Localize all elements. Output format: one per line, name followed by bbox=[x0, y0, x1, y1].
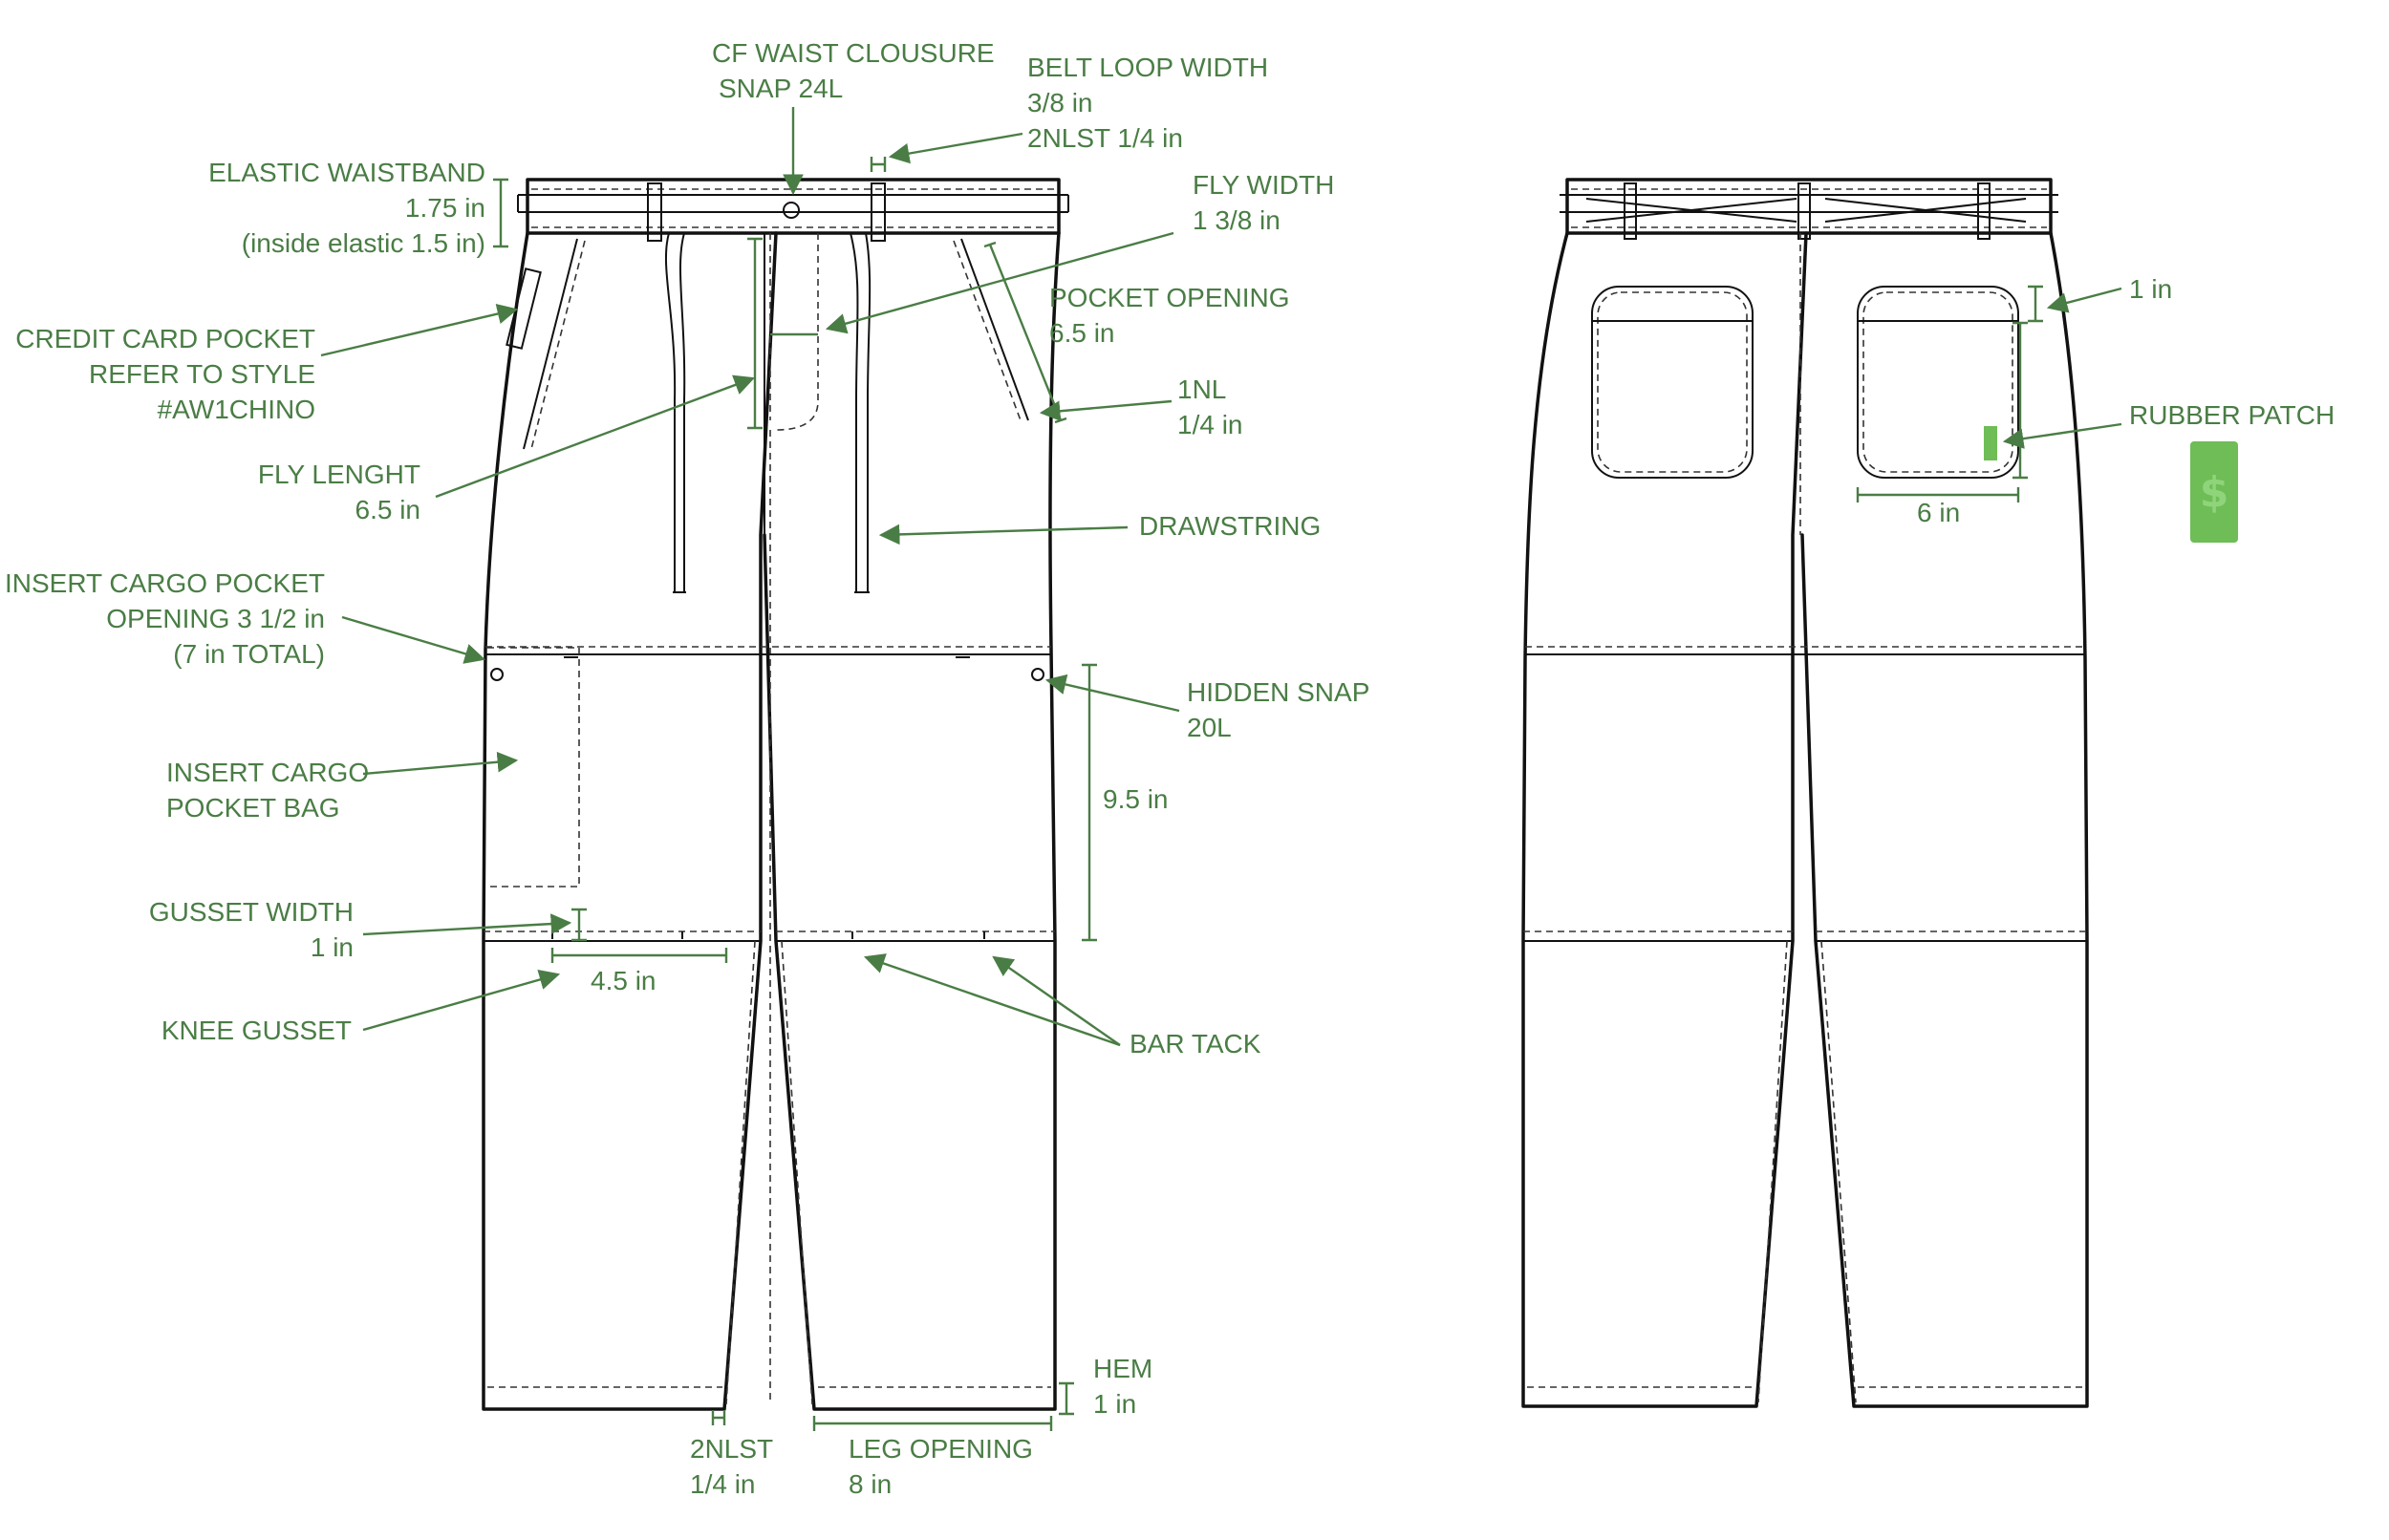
label-2nlst-line1: 2NLST bbox=[690, 1434, 773, 1464]
label-fly-width-line1: FLY WIDTH bbox=[1193, 170, 1334, 200]
annotation-1nl: 1NL 1/4 in bbox=[1039, 374, 1243, 439]
annotation-pocket-opening: POCKET OPENING 6.5 in bbox=[983, 241, 1290, 424]
knee-gusset bbox=[484, 930, 1055, 1405]
label-gusset-span: 4.5 in bbox=[591, 966, 656, 995]
label-credit-card-line3: #AW1CHINO bbox=[158, 395, 315, 424]
label-cargo-opening-line2: OPENING 3 1/2 in bbox=[106, 604, 325, 633]
label-credit-card-line1: CREDIT CARD POCKET bbox=[15, 324, 315, 353]
label-leg-opening-line1: LEG OPENING bbox=[849, 1434, 1033, 1464]
label-back-pocket-top: 1 in bbox=[2129, 274, 2172, 304]
label-drawstring: DRAWSTRING bbox=[1139, 511, 1321, 541]
label-elastic-line1: ELASTIC WAISTBAND bbox=[208, 158, 485, 187]
label-cargo-opening-line1: INSERT CARGO POCKET bbox=[5, 568, 325, 598]
label-leg-opening-line2: 8 in bbox=[849, 1469, 892, 1499]
label-fly-width-line2: 1 3/8 in bbox=[1193, 205, 1281, 235]
annotation-hidden-snap: HIDDEN SNAP 20L bbox=[1044, 674, 1369, 742]
svg-text:$: $ bbox=[2200, 468, 2229, 517]
label-cf-waist-line2: SNAP 24L bbox=[719, 74, 843, 103]
cf-snap bbox=[783, 202, 800, 219]
annotation-rubber-patch: RUBBER PATCH $ bbox=[2002, 321, 2335, 543]
annotation-gusset-width: GUSSET WIDTH 1 in bbox=[149, 897, 587, 962]
insert-cargo-pocket-bag bbox=[487, 647, 580, 888]
label-belt-loop-line2: 3/8 in bbox=[1027, 88, 1093, 118]
label-belt-loop-line1: BELT LOOP WIDTH bbox=[1027, 53, 1268, 82]
annotation-back-pocket-top: 1 in bbox=[2028, 274, 2172, 323]
annotation-credit-card-pocket: CREDIT CARD POCKET REFER TO STYLE #AW1CH… bbox=[15, 303, 519, 424]
annotation-2nlst: 2NLST 1/4 in bbox=[690, 1410, 773, 1499]
back-left-leg-outline bbox=[1521, 231, 1808, 1408]
drawstrings bbox=[664, 232, 872, 593]
label-hidden-snap-line1: HIDDEN SNAP bbox=[1187, 677, 1369, 707]
annotation-elastic-waistband: ELASTIC WAISTBAND 1.75 in (inside elasti… bbox=[208, 158, 508, 258]
label-rubber-patch: RUBBER PATCH bbox=[2129, 400, 2335, 430]
hidden-snap-right bbox=[1031, 668, 1044, 681]
rubber-patch-on-pocket bbox=[1984, 426, 1997, 460]
back-pocket-right bbox=[1857, 286, 2019, 479]
label-credit-card-line2: REFER TO STYLE bbox=[89, 359, 315, 389]
back-right-leg-outline bbox=[1800, 231, 2089, 1408]
annotation-fly-width: FLY WIDTH 1 3/8 in bbox=[770, 170, 1334, 336]
front-right-leg-outline bbox=[763, 231, 1061, 1411]
label-2nlst-line2: 1/4 in bbox=[690, 1469, 756, 1499]
annotation-fly-length: FLY LENGHT 6.5 in bbox=[258, 237, 763, 524]
label-back-pocket-width: 6 in bbox=[1917, 498, 1960, 527]
annotation-cargo-bag: INSERT CARGO POCKET BAG bbox=[166, 751, 519, 823]
label-gusset-width-line1: GUSSET WIDTH bbox=[149, 897, 354, 927]
annotation-cargo-opening: INSERT CARGO POCKET OPENING 3 1/2 in (7 … bbox=[5, 568, 486, 669]
label-cargo-opening-line3: (7 in TOTAL) bbox=[173, 639, 325, 669]
label-cf-waist-line1: CF WAIST CLOUSURE bbox=[712, 38, 995, 68]
label-gusset-width-line2: 1 in bbox=[311, 932, 354, 962]
label-cargo-bag-line2: POCKET BAG bbox=[166, 793, 340, 823]
annotation-knee-gusset: KNEE GUSSET bbox=[161, 969, 561, 1045]
dollar-sign-icon: $ bbox=[2190, 441, 2238, 543]
left-pocket-opening bbox=[523, 238, 578, 450]
label-hem-line2: 1 in bbox=[1093, 1389, 1136, 1419]
label-1nl-line2: 1/4 in bbox=[1177, 410, 1243, 439]
label-elastic-line2: 1.75 in bbox=[405, 193, 485, 223]
hidden-snap-left bbox=[490, 668, 504, 681]
annotation-bar-tack: BAR TACK bbox=[863, 953, 1261, 1059]
label-fly-length-line2: 6.5 in bbox=[355, 495, 421, 524]
fly bbox=[764, 233, 819, 1404]
front-view-pants bbox=[482, 178, 1069, 1411]
label-cargo-bag-line1: INSERT CARGO bbox=[166, 758, 369, 787]
label-belt-loop-line3: 2NLST 1/4 in bbox=[1027, 123, 1183, 153]
back-pocket-left bbox=[1591, 286, 1754, 479]
label-hidden-snap-line2: 20L bbox=[1187, 713, 1232, 742]
label-1nl-line1: 1NL bbox=[1177, 374, 1226, 404]
annotation-back-pocket-width: 6 in bbox=[1856, 487, 2020, 527]
annotation-drawstring: DRAWSTRING bbox=[878, 511, 1321, 545]
label-bar-tack: BAR TACK bbox=[1130, 1029, 1261, 1059]
label-pocket-opening-line1: POCKET OPENING bbox=[1049, 283, 1290, 312]
back-waistband bbox=[1560, 178, 2058, 240]
annotation-cf-waist-closure: CF WAIST CLOUSURE SNAP 24L bbox=[712, 38, 995, 196]
annotation-leg-opening: LEG OPENING 8 in bbox=[812, 1416, 1053, 1499]
annotation-gusset-span: 4.5 in bbox=[550, 948, 728, 995]
label-elastic-line3: (inside elastic 1.5 in) bbox=[242, 228, 485, 258]
annotation-hem: HEM 1 in bbox=[1059, 1354, 1152, 1419]
label-knee-gusset: KNEE GUSSET bbox=[161, 1016, 352, 1045]
label-cargo-height: 9.5 in bbox=[1103, 784, 1169, 814]
back-view-pants bbox=[1521, 178, 2089, 1408]
label-hem-line1: HEM bbox=[1093, 1354, 1152, 1383]
right-pocket-opening bbox=[960, 238, 1029, 421]
annotation-belt-loop-width: BELT LOOP WIDTH 3/8 in 2NLST 1/4 in bbox=[870, 53, 1268, 172]
front-left-leg-outline bbox=[482, 231, 778, 1411]
front-belt-loops bbox=[647, 182, 886, 242]
label-pocket-opening-line2: 6.5 in bbox=[1049, 318, 1115, 348]
label-fly-length-line1: FLY LENGHT bbox=[258, 460, 420, 489]
annotation-cargo-height: 9.5 in bbox=[1082, 663, 1169, 942]
